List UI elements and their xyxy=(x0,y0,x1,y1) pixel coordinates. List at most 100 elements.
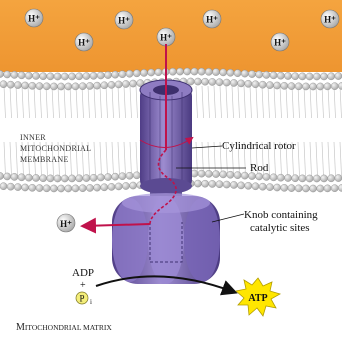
lipid-head xyxy=(263,173,270,180)
lipid-head xyxy=(317,83,324,90)
lipid-head xyxy=(58,185,65,192)
lipid-head xyxy=(176,68,183,75)
lipid-head xyxy=(43,83,50,90)
lipid-head xyxy=(306,175,313,182)
lipid-head xyxy=(101,184,108,191)
lipid-head xyxy=(227,69,234,76)
lipid-head xyxy=(18,174,25,181)
proton-ion: H⁺ xyxy=(203,10,221,28)
lipid-head xyxy=(72,83,79,90)
lipid-head xyxy=(288,83,295,90)
lipid-head xyxy=(220,69,227,76)
lipid-head xyxy=(198,170,205,177)
lipid-head xyxy=(274,82,281,89)
lipid-head xyxy=(198,68,205,75)
lipid-head xyxy=(324,83,331,90)
lipid-head xyxy=(86,184,93,191)
lipid-head xyxy=(212,170,219,177)
lipid-head xyxy=(43,185,50,192)
proton-ion: H⁺ xyxy=(157,28,175,46)
lipid-head xyxy=(126,70,133,77)
lipid-head xyxy=(65,185,72,192)
lipid-head xyxy=(40,73,47,80)
lipid-head xyxy=(94,82,101,89)
lipid-head xyxy=(36,184,43,191)
proton-ion: H⁺ xyxy=(75,33,93,51)
lipid-head xyxy=(328,175,335,182)
atp-label: ATP xyxy=(248,293,267,304)
knob-label: Knob containing catalytic sites xyxy=(244,209,320,234)
lipid-head xyxy=(133,172,140,179)
lipid-head xyxy=(256,71,263,78)
lipid-head xyxy=(299,175,306,182)
lipid-head xyxy=(76,175,83,182)
matrix-label: MITOCHONDRIAL MATRIX xyxy=(16,322,112,333)
lipid-head xyxy=(234,70,241,77)
phosphate-subscript: i xyxy=(90,298,92,306)
cylindrical-rotor-label: Cylindrical rotor xyxy=(222,140,296,152)
lipid-head xyxy=(277,72,284,79)
lipid-head xyxy=(270,174,277,181)
lipid-head xyxy=(58,83,65,90)
proton-ion-label: H⁺ xyxy=(78,38,90,48)
lipid-head xyxy=(108,81,115,88)
lipid-head xyxy=(230,181,237,188)
lipid-head xyxy=(0,81,7,88)
lipid-head xyxy=(14,81,21,88)
lipid-head xyxy=(83,174,90,181)
lipid-head xyxy=(29,82,36,89)
lipid-head xyxy=(216,79,223,86)
lipid-head xyxy=(83,72,90,79)
lipid-head xyxy=(313,73,320,80)
lipid-head xyxy=(65,83,72,90)
lipid-head xyxy=(119,71,126,78)
lipid-head xyxy=(227,171,234,178)
lipid-head xyxy=(140,69,147,76)
lipid-head xyxy=(241,70,248,77)
lipid-head xyxy=(331,185,338,192)
lipid-head xyxy=(22,184,29,191)
lipid-head xyxy=(205,170,212,177)
lipid-head xyxy=(0,183,7,190)
lipid-head xyxy=(47,175,54,182)
lipid-head xyxy=(187,78,194,85)
lipid-head xyxy=(169,68,176,75)
lipid-head xyxy=(90,174,97,181)
lipid-head xyxy=(61,175,68,182)
lipid-head xyxy=(292,175,299,182)
adp-label: ADP xyxy=(72,267,94,279)
lipid-head xyxy=(76,73,83,80)
lipid-head xyxy=(245,182,252,189)
lipid-head xyxy=(302,83,309,90)
lipid-head xyxy=(202,78,209,85)
lipid-head xyxy=(223,79,230,86)
lipid-head xyxy=(184,68,191,75)
lipid-head xyxy=(130,80,137,87)
lipid-head xyxy=(209,78,216,85)
lipid-head xyxy=(335,174,342,181)
lipid-head xyxy=(284,174,291,181)
lipid-head xyxy=(266,82,273,89)
proton-ion: H⁺ xyxy=(271,33,289,51)
lipid-head xyxy=(61,73,68,80)
proton-ion-label: H⁺ xyxy=(28,14,40,24)
lipid-head xyxy=(302,185,309,192)
lipid-head xyxy=(310,83,317,90)
lipid-head xyxy=(36,82,43,89)
lipid-head xyxy=(32,174,39,181)
rod-label: Rod xyxy=(250,162,269,174)
lipid-head xyxy=(122,80,129,87)
lipid-head xyxy=(230,79,237,86)
lipid-head xyxy=(47,73,54,80)
lipid-head xyxy=(328,73,335,80)
lipid-head xyxy=(194,180,201,187)
lipid-head xyxy=(7,183,14,190)
lipid-head xyxy=(263,71,270,78)
lipid-head xyxy=(317,185,324,192)
proton-ion: H⁺ xyxy=(321,10,339,28)
lipid-head xyxy=(79,185,86,192)
lipid-head xyxy=(94,184,101,191)
lipid-head xyxy=(223,181,230,188)
matrix-label-cap: M xyxy=(16,322,25,333)
lipid-head xyxy=(119,173,126,180)
